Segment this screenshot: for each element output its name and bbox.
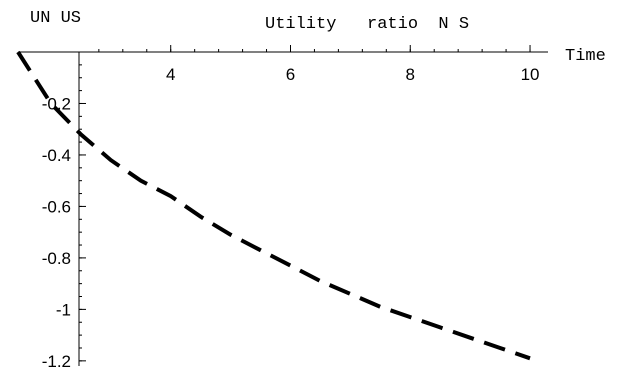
x-tick-label: 4 [166, 65, 175, 84]
y-tick-label: -1 [56, 300, 71, 319]
chart-title: Utility ratio N S [265, 15, 469, 34]
x-axis-label: Time [565, 47, 606, 66]
ticks [79, 45, 531, 362]
x-tick-label: 6 [286, 65, 295, 84]
axes [18, 51, 548, 366]
y-tick-label: -1.2 [42, 352, 71, 371]
x-tick-label: 8 [406, 65, 415, 84]
series-line [16, 50, 531, 361]
y-tick-label: -0.4 [42, 146, 71, 165]
series-group [16, 50, 531, 361]
tick-labels: 4 6 8 10 -0.2 -0.4 -0.6 -0.8 -1 -1.2 [42, 65, 540, 371]
y-axis-label: UN US [30, 9, 81, 28]
y-tick-label: -0.6 [42, 197, 71, 216]
y-tick-label: -0.2 [42, 94, 71, 113]
y-tick-label: -0.8 [42, 249, 71, 268]
x-tick-label: 10 [521, 65, 540, 84]
